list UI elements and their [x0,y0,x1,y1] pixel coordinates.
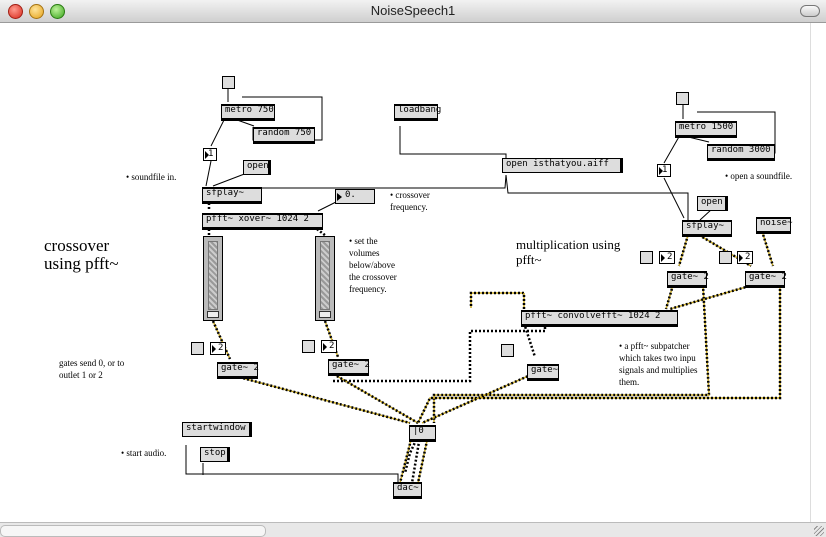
title-bar[interactable]: NoiseSpeech1 [0,0,826,23]
volume-slider-low[interactable] [203,236,223,321]
comment-subpatch-3: signals and multiplies [619,365,698,375]
comment-gates-2: outlet 1 or 2 [59,370,103,380]
gate-toggle-3[interactable] [501,344,514,357]
open-message-1[interactable]: open [243,160,271,175]
int-box-1[interactable]: 1 [203,148,217,161]
sfplay-object-2[interactable]: sfplay~ [682,220,732,237]
vertical-scroll-area[interactable] [810,23,826,523]
comment-set-vol-2: volumes [349,248,380,258]
random-3000-object[interactable]: random 3000 [707,144,775,161]
comment-crossover-1: • crossover [390,190,430,200]
comment-set-vol-1: • set the [349,236,378,246]
multiplication-heading-2: pfft~ [516,252,542,267]
scrollbar-thumb[interactable] [0,525,266,537]
gate-toggle-4[interactable] [640,251,653,264]
horizontal-scrollbar[interactable] [0,522,826,537]
resize-grip-icon[interactable] [814,526,824,536]
crossover-flonum[interactable]: 0. [335,189,375,204]
comment-subpatch-2: which takes two inpu [619,353,696,363]
gate-number-2[interactable]: 2 [321,340,337,353]
gate-toggle-1[interactable] [191,342,204,355]
comment-soundfile-in: • soundfile in. [126,172,177,182]
comment-set-vol-3: below/above [349,260,395,270]
sfplay-object-1[interactable]: sfplay~ [202,187,262,204]
open-isthatyou-message[interactable]: open isthatyou.aiff [502,158,623,173]
gate-object-5[interactable]: gate~ 2 [745,271,787,288]
comment-subpatch-4: them. [619,377,640,387]
dac-object[interactable]: dac~ [393,482,422,499]
volume-slider-high[interactable] [315,236,335,321]
gain-object[interactable]: |0 [409,425,436,442]
gate-object-4[interactable]: gate~ 2 [667,271,709,288]
gate-number-4[interactable]: 2 [659,251,675,264]
metro-toggle-2[interactable] [676,92,689,105]
close-icon[interactable] [8,4,23,19]
gate-object-2[interactable]: gate~ 2 [328,359,370,376]
comment-start-audio: • start audio. [121,448,167,458]
slider-knob[interactable] [207,311,219,318]
stop-message[interactable]: stop [200,447,230,462]
patch-cords [185,89,782,484]
loadbang-object[interactable]: loadbang [394,104,441,121]
comment-set-vol-5: frequency. [349,284,387,294]
comment-gates-1: gates send 0, or to [59,358,125,368]
comment-subpatch-1: • a pfft~ subpatcher [619,341,690,351]
comment-open-soundfile: • open a soundfile. [725,171,793,181]
zoom-icon[interactable] [50,4,65,19]
slider-track [320,241,330,310]
gate-toggle-2[interactable] [302,340,315,353]
open-message-2[interactable]: open [697,196,728,211]
gate-object-3[interactable]: gate~ [527,364,559,381]
int-box-2[interactable]: 1 [657,164,671,177]
metro-750-object[interactable]: metro 750 [221,104,275,121]
slider-track [208,241,218,310]
metro-toggle-1[interactable] [222,76,235,89]
multiplication-heading-1: multiplication using [516,237,621,252]
comment-crossover-2: frequency. [390,202,428,212]
crossover-heading-1: crossover [44,236,110,255]
comment-set-vol-4: the crossover [349,272,397,282]
minimize-icon[interactable] [29,4,44,19]
pfft-xover-object[interactable]: pfft~ xover~ 1024 2 [202,213,323,230]
toolbar-toggle-icon[interactable] [800,5,820,17]
random-750-object[interactable]: random 750 [253,127,315,144]
startwindow-message[interactable]: startwindow [182,422,252,437]
noise-object[interactable]: noise~ [756,217,793,234]
crossover-heading-2: using pfft~ [44,254,119,273]
patcher-canvas[interactable]: metro 750 random 750 1 • soundfile in. o… [0,23,826,523]
window-title: NoiseSpeech1 [370,3,456,18]
pfft-convolvefft-object[interactable]: pfft~ convolvefft~ 1024 2 [521,310,678,327]
metro-1500-object[interactable]: metro 1500 [675,121,737,138]
gate-number-5[interactable]: 2 [737,251,753,264]
gate-object-1[interactable]: gate~ 2 [217,362,259,379]
slider-knob[interactable] [319,311,331,318]
gate-number-1[interactable]: 2 [210,342,226,355]
gate-toggle-5[interactable] [719,251,732,264]
